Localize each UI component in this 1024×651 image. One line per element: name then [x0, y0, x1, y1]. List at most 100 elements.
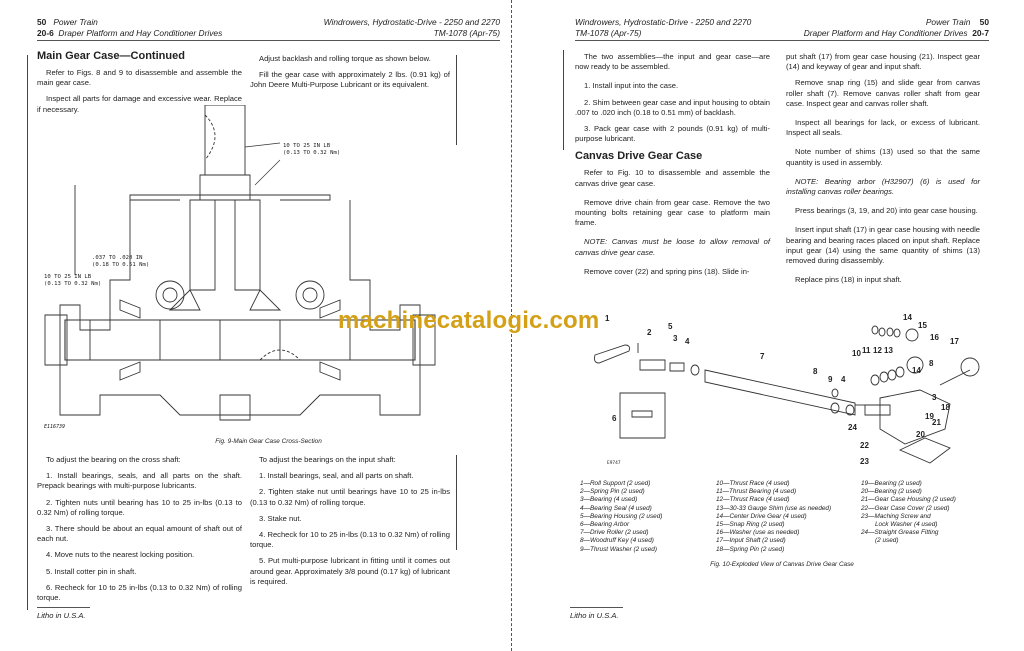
- paragraph: Inspect all bearings for lack, or excess…: [786, 118, 980, 138]
- left-col1: Main Gear Case—Continued Refer to Figs. …: [37, 50, 242, 121]
- step: 5. Install cotter pin in shaft.: [46, 566, 137, 576]
- page-divider: [511, 0, 512, 651]
- paragraph: Inspect all parts for damage and excessi…: [37, 94, 242, 114]
- legend-item: 7—Drive Roller (2 used): [580, 529, 649, 537]
- legend-item: 3—Bearing (4 used): [580, 496, 638, 504]
- part-label: 11: [862, 346, 871, 355]
- part-label: 5: [668, 322, 673, 331]
- step: 2. Tighten nuts until bearing has 10 to …: [37, 497, 242, 517]
- paragraph: To adjust the bearings on the input shaf…: [259, 455, 396, 464]
- page-code: 20-6: [37, 28, 54, 38]
- footer-rule: [37, 607, 90, 608]
- manual-title: Windrowers, Hydrostatic-Drive - 2250 and…: [323, 17, 500, 27]
- part-label: 4: [841, 375, 846, 384]
- part-label: 23: [860, 457, 869, 466]
- part-label: 22: [860, 441, 869, 450]
- legend-item: 22—Gear Case Cover (2 used): [861, 504, 950, 512]
- manual-title: Windrowers, Hydrostatic-Drive - 2250 and…: [575, 17, 752, 27]
- manual-code: TM-1078 (Apr-75): [433, 28, 500, 38]
- legend-item: 21—Gear Case Housing (2 used): [861, 496, 956, 504]
- step: 5. Put multi-purpose lubricant in fittin…: [250, 556, 450, 586]
- subsection-title: Draper Platform and Hay Conditioner Driv…: [803, 28, 968, 38]
- part-label: 3: [932, 393, 937, 402]
- step: 1. Install bearings, seals, and all part…: [37, 471, 242, 491]
- section-heading: Main Gear Case—Continued: [37, 50, 185, 62]
- part-label: 19: [925, 412, 934, 421]
- step: 1. Install input into the case.: [584, 81, 679, 91]
- legend-item: 18—Spring Pin (2 used): [716, 545, 785, 553]
- paragraph: To adjust the bearing on the cross shaft…: [46, 455, 181, 464]
- figure-id: E116739: [44, 424, 66, 430]
- page-code: 20-7: [972, 28, 989, 38]
- legend-item: 12—Thrust Race (4 used): [716, 496, 790, 504]
- paragraph: Adjust backlash and rolling torque as sh…: [259, 54, 431, 63]
- paragraph: Remove cover (22) and spring pins (18). …: [584, 266, 750, 276]
- right-col1: The two assemblies—the input and gear ca…: [575, 52, 770, 283]
- main-gear-case-cross-section: [44, 105, 436, 421]
- legend-item: 11—Thrust Bearing (4 used): [716, 488, 797, 496]
- step: 3. Stake nut.: [259, 513, 302, 523]
- legend-item: 24—Straight Grease Fitting: [861, 529, 939, 537]
- part-label: 20: [916, 430, 925, 439]
- cross-shaft-steps: To adjust the bearing on the cross shaft…: [37, 455, 242, 609]
- part-label: 8: [929, 359, 934, 368]
- legend-col1: 1—Roll Support (2 used) 2—Spring Pin (2 …: [580, 480, 662, 554]
- paragraph: put shaft (17) from gear case housing (2…: [786, 52, 980, 72]
- legend-item: 14—Center Drive Gear (4 used): [716, 512, 807, 520]
- paragraph: Note number of shims (13) used so that t…: [786, 147, 980, 167]
- legend-item: 9—Thrust Washer (2 used): [580, 545, 657, 553]
- part-label: 7: [760, 352, 765, 361]
- paragraph: The two assemblies—the input and gear ca…: [575, 52, 770, 72]
- part-label: 10: [852, 349, 861, 358]
- left-header-right: Windrowers, Hydrostatic-Drive - 2250 and…: [324, 17, 500, 39]
- paragraph: Refer to Figs. 8 and 9 to disassemble an…: [37, 68, 242, 88]
- input-shaft-steps: To adjust the bearings on the input shaf…: [250, 455, 450, 593]
- part-label: 12: [873, 346, 882, 355]
- paragraph: Fill the gear case with approximately 2 …: [250, 70, 450, 90]
- paragraph: Insert input shaft (17) in gear case hou…: [786, 225, 980, 266]
- part-label: 14: [903, 313, 912, 322]
- figure-caption: Fig. 9-Main Gear Case Cross-Section: [215, 438, 322, 445]
- header-rule: [37, 40, 500, 41]
- change-bar: [27, 55, 28, 610]
- part-label: 16: [930, 333, 939, 342]
- footer-rule: [570, 607, 623, 608]
- note: NOTE: Canvas must be loose to allow remo…: [575, 237, 770, 257]
- legend-item: 2—Spring Pin (2 used): [580, 488, 645, 496]
- section-heading: Canvas Drive Gear Case: [575, 150, 703, 163]
- right-header-left: Windrowers, Hydrostatic-Drive - 2250 and…: [575, 17, 751, 39]
- paragraph: Remove snap ring (15) and slide gear fro…: [786, 78, 980, 108]
- part-label: 24: [848, 423, 857, 432]
- note: NOTE: Bearing arbor (H32907) (6) is used…: [786, 176, 980, 197]
- legend-item: 15—Snap Ring (2 used): [716, 521, 785, 529]
- legend-item: 10—Thrust Race (4 used): [716, 480, 790, 487]
- step: 1. Install bearings, seal, and all parts…: [259, 471, 414, 481]
- legend-item: 17—Input Shaft (2 used): [716, 537, 786, 545]
- part-label: 21: [932, 418, 941, 427]
- paragraph: Replace pins (18) in input shaft.: [795, 275, 902, 285]
- part-label: 2: [647, 328, 652, 337]
- legend-item: 16—Washer (use as needed): [716, 529, 800, 537]
- canvas-drive-exploded-view: [594, 325, 980, 464]
- callout-rolling-torque-left: 10 TO 25 IN LB (0.13 TO 0.32 Nm): [44, 274, 102, 287]
- header-rule: [575, 40, 989, 41]
- step: 2. Shim between gear case and input hous…: [575, 97, 770, 117]
- step: 4. Move nuts to the nearest locking posi…: [46, 550, 195, 560]
- part-label: 13: [884, 346, 893, 355]
- change-bar: [563, 50, 564, 150]
- right-col2: put shaft (17) from gear case housing (2…: [786, 52, 980, 291]
- part-label: 17: [950, 337, 959, 346]
- right-header-right: Power Train 50 Draper Platform and Hay C…: [804, 17, 989, 39]
- change-bar: [456, 455, 457, 550]
- change-bar: [456, 55, 457, 145]
- callout-backlash: .037 TO .020 IN (0.18 TO 0.51 Nm): [92, 255, 150, 268]
- step: 3. Pack gear case with 2 pounds (0.91 kg…: [575, 124, 770, 144]
- part-label: 14: [912, 366, 921, 375]
- legend-item: 13—30-33 Gauge Shim (use as needed): [716, 504, 832, 512]
- legend-item: 1—Roll Support (2 used): [580, 480, 651, 487]
- legend-item: 8—Woodruff Key (4 used): [580, 537, 654, 545]
- step: 3. There should be about an equal amount…: [37, 524, 242, 544]
- footer-litho: Litho in U.S.A.: [570, 611, 619, 620]
- legend-item: (2 used): [875, 537, 899, 545]
- legend-item: 19—Bearing (2 used): [861, 480, 922, 487]
